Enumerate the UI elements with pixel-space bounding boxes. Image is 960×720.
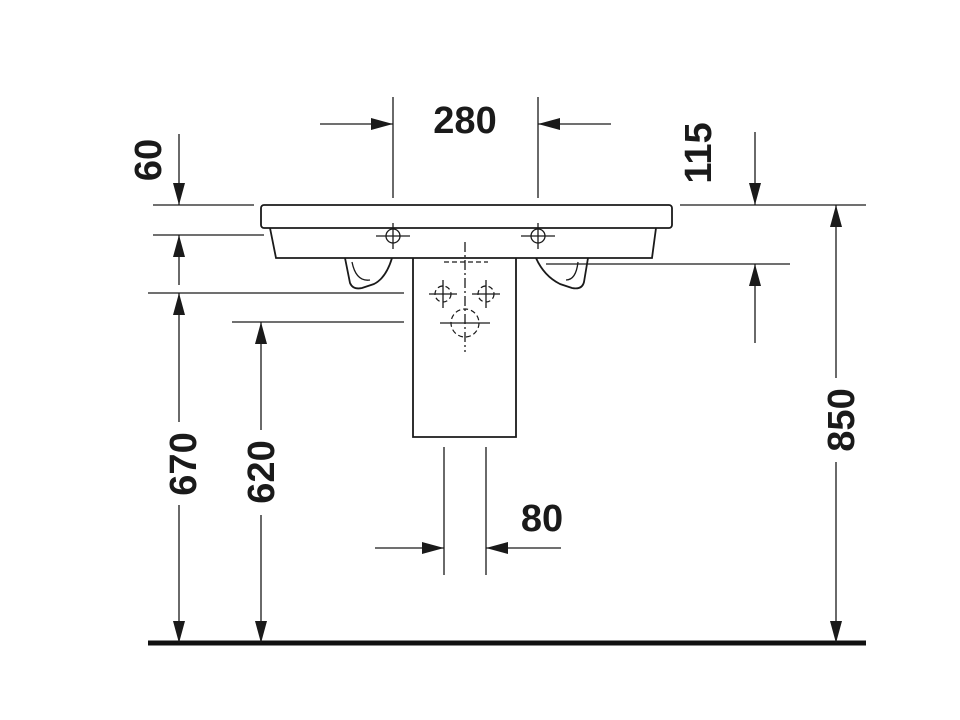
supply-connection-right: [472, 280, 500, 308]
basin-rim: [260, 204, 673, 229]
supply-connection-left: [429, 280, 457, 308]
dimension-60-label: 60: [128, 139, 170, 181]
dimension-670: 670: [148, 292, 404, 643]
dimension-115: 115: [546, 122, 866, 343]
tap-hole-right: [521, 223, 555, 249]
dimension-620-label: 620: [241, 440, 283, 503]
dimension-80: 80: [375, 447, 563, 575]
left-support-bracket-inner: [351, 261, 371, 281]
dimension-850-label: 850: [821, 388, 863, 451]
dimension-60: 60: [128, 134, 264, 285]
waste-connection: [440, 308, 490, 338]
dimension-620: 620: [232, 321, 404, 643]
dimension-850: 850: [821, 205, 863, 643]
dimension-115-label: 115: [678, 122, 720, 183]
basin-body: [269, 227, 657, 259]
pedestal: [412, 258, 517, 438]
dimension-670-label: 670: [163, 432, 205, 495]
dimension-280-label: 280: [433, 100, 496, 142]
dimension-280: 280: [320, 97, 611, 198]
tap-hole-left: [376, 223, 410, 249]
right-support-bracket-inner: [565, 261, 579, 281]
dimension-80-label: 80: [521, 498, 563, 540]
left-support-bracket: [344, 257, 393, 290]
right-support-bracket: [535, 257, 589, 290]
